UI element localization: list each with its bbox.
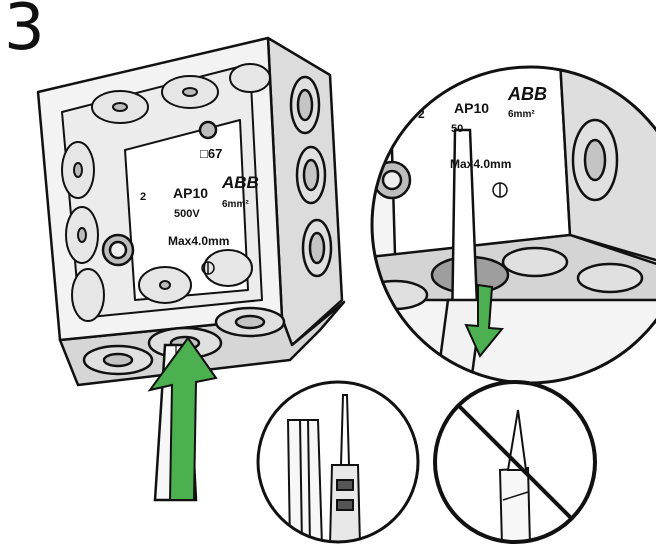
max-diameter-label: Max4.0mm [168, 234, 229, 248]
brand-logo: ABB [221, 173, 259, 192]
ip-rating-label: □67 [200, 146, 222, 161]
screwdriver-icon [256, 380, 420, 544]
arrow-down-icon [464, 283, 504, 358]
front-grommets [61, 63, 271, 322]
step-number: 3 [4, 0, 45, 65]
cable-gland [101, 120, 218, 267]
zoom-model-label: AP10 [454, 100, 489, 116]
arrow-up-icon [147, 336, 218, 501]
model-label: AP10 [173, 185, 208, 201]
cross-section-label: 6mm² [222, 199, 249, 210]
voltage-label: 500V [174, 208, 200, 220]
box-labels: □67 2 AP10 500V ABB 6mm² Max4.0mm [140, 146, 259, 248]
zoom-max-diameter: Max4.0mm [450, 157, 511, 171]
zoom-terminal-count: 2 [418, 107, 425, 121]
side-grommets [289, 75, 333, 278]
terminal-count-label: 2 [140, 191, 146, 203]
no-knife-icon [433, 380, 597, 544]
zoom-cross-section: 6mm² [508, 109, 535, 120]
zoom-detail: 2 AP10 50 ABB 6mm² Max4.0mm [370, 65, 656, 385]
zoom-brand-logo: ABB [507, 84, 547, 104]
terminal-screw-icon [201, 261, 215, 275]
zoom-partial-voltage: 50 [451, 123, 463, 135]
